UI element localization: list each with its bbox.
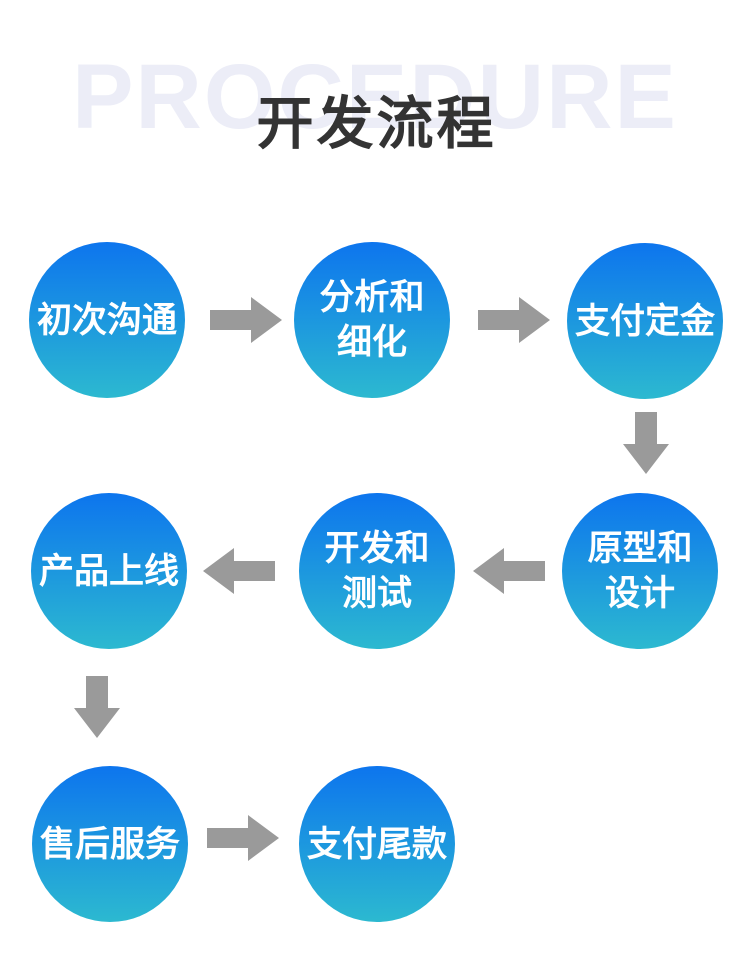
flow-node-pay-final-payment: 支付尾款 (299, 766, 455, 922)
left-arrow-icon (203, 548, 275, 594)
left-arrow-icon (473, 548, 545, 594)
flow-node-initial-communication: 初次沟通 (29, 242, 185, 398)
flow-node-prototype-and-design: 原型和 设计 (562, 493, 718, 649)
down-arrow-icon (623, 412, 669, 474)
flow-node-development-and-testing: 开发和 测试 (299, 493, 455, 649)
right-arrow-icon (210, 297, 282, 343)
flow-node-label: 设计 (604, 574, 675, 613)
flow-node-label: 测试 (341, 574, 412, 613)
flow-node-product-launch: 产品上线 (31, 493, 187, 649)
flow-node-label: 售后服务 (39, 824, 180, 864)
right-arrow-icon (478, 297, 550, 343)
flow-node-label: 支付定金 (574, 301, 715, 341)
flow-node-label: 初次沟通 (36, 300, 177, 340)
flow-node-after-sales-service: 售后服务 (32, 766, 188, 922)
right-arrow-icon (207, 815, 279, 861)
watermark-text: PROCEDURE (72, 46, 678, 148)
flow-node-label: 细化 (336, 323, 407, 362)
flow-node-label: 分析和 (319, 278, 425, 317)
flow-node-label: 支付尾款 (306, 824, 447, 864)
down-arrow-icon (74, 676, 120, 738)
flow-node-label: 原型和 (587, 529, 693, 568)
flow-node-analysis-and-refinement: 分析和 细化 (294, 242, 450, 398)
flow-node-label: 开发和 (324, 529, 430, 568)
page-title: 开发流程 (256, 92, 497, 156)
flow-node-pay-deposit: 支付定金 (567, 243, 723, 399)
flow-node-label: 产品上线 (38, 551, 179, 591)
